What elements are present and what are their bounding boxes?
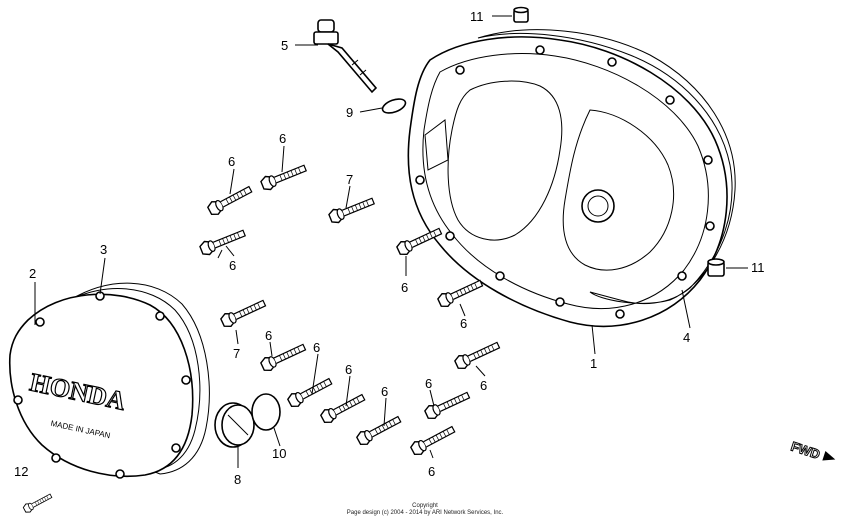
callout-6: 6 (425, 376, 432, 391)
callout-9: 9 (346, 105, 353, 120)
dipstick-o-ring (381, 98, 407, 114)
dowel-pin-top (513, 6, 529, 23)
bolt-6 (258, 340, 308, 374)
callout-12: 12 (14, 464, 28, 479)
bolt-6 (285, 374, 335, 410)
right-crankcase-cover (407, 36, 728, 328)
callout-4: 4 (683, 330, 690, 345)
callout-6: 6 (265, 328, 272, 343)
bolt-6 (452, 338, 502, 372)
fwd-arrow-icon (822, 450, 836, 461)
bolt-6 (205, 182, 255, 218)
callout-10: 10 (272, 446, 286, 461)
dowel-pin-right (707, 258, 725, 277)
outer-clutch-cover: HONDA MADE IN JAPAN (8, 291, 194, 479)
bolt-7 (218, 296, 268, 330)
callout-5: 5 (281, 38, 288, 53)
fwd-label: FWD (789, 439, 822, 462)
leader-lines (34, 15, 748, 468)
callout-3: 3 (100, 242, 107, 257)
callout-6: 6 (279, 131, 286, 146)
bolt-6 (259, 160, 309, 193)
bolt-6 (408, 422, 458, 458)
callout-6: 6 (228, 154, 235, 169)
forward-direction-indicator: FWD (789, 438, 836, 463)
callout-6: 6 (480, 378, 487, 393)
cover-gasket (477, 29, 736, 305)
bolt-6 (198, 225, 248, 258)
bolt-7 (327, 193, 377, 226)
timing-hole-cap (214, 402, 255, 448)
bolt-6 (354, 412, 404, 448)
callout-11: 11 (470, 9, 484, 24)
outer-cover-gasket (69, 282, 210, 475)
bolt-6 (318, 390, 368, 426)
oil-dipstick (313, 19, 378, 94)
callout-6: 6 (401, 280, 408, 295)
callout-6: 6 (313, 340, 320, 355)
callout-6: 6 (428, 464, 435, 479)
callout-7: 7 (233, 346, 240, 361)
callout-6: 6 (381, 384, 388, 399)
callout-7: 7 (346, 172, 353, 187)
callout-6: 6 (460, 316, 467, 331)
callouts: 11 5 9 11 4 1 2 3 8 10 12 6 6 6 7 6 6 7 … (14, 9, 765, 487)
copyright-line-1: Copyright (412, 503, 438, 509)
callout-6: 6 (229, 258, 236, 273)
cap-o-ring (251, 393, 281, 431)
copyright-line-2: Page design (c) 2004 - 2014 by ARI Netwo… (346, 510, 504, 516)
callout-6: 6 (345, 362, 352, 377)
callout-8: 8 (234, 472, 241, 487)
callout-1: 1 (590, 356, 597, 371)
callout-11: 11 (751, 260, 765, 275)
callout-2: 2 (29, 266, 36, 281)
